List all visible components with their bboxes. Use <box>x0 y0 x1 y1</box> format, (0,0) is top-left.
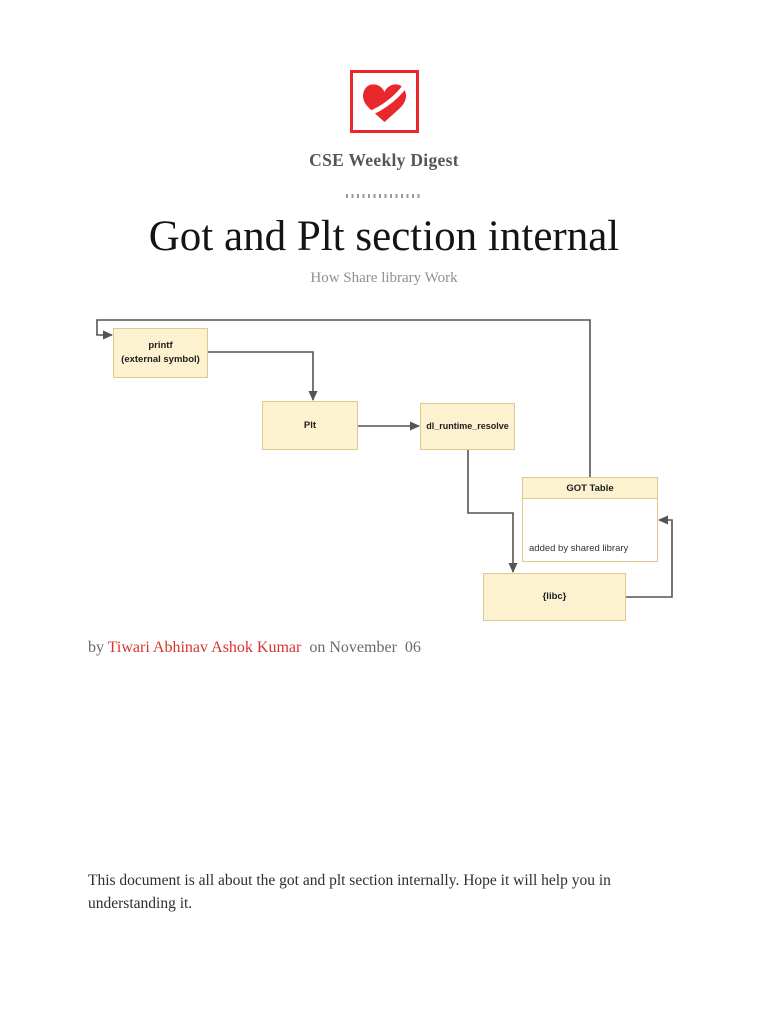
diagram-node-plt: Plt <box>262 401 358 450</box>
connector-printf-to-plt <box>208 351 318 401</box>
diagram-node-printf: printf (external symbol) <box>113 328 208 378</box>
got-table-body: added by shared library <box>522 499 658 562</box>
diagram-node-got-table: GOT Table added by shared library <box>522 477 658 562</box>
author-link[interactable]: Tiwari Abhinav Ashok Kumar <box>107 639 302 656</box>
page-subtitle: How Share library Work <box>310 270 458 286</box>
node-label: {libc} <box>542 591 567 603</box>
heart-logo-icon <box>350 70 419 133</box>
got-plt-diagram: printf (external symbol) Plt dl_runtime_… <box>0 310 768 640</box>
heart-logo[interactable] <box>350 70 419 133</box>
node-label: Plt <box>303 419 317 431</box>
diagram-node-libc: {libc} <box>483 573 626 621</box>
got-table-header: GOT Table <box>522 477 658 499</box>
byline-prefix: by <box>88 639 108 656</box>
byline: by Tiwari Abhinav Ashok Kumar on Novembe… <box>88 639 421 657</box>
connector-dl-to-libc <box>467 450 518 573</box>
dotted-separator <box>346 194 423 198</box>
node-label: printf (external symbol) <box>121 340 200 365</box>
diagram-node-dl-runtime-resolve: dl_runtime_resolve <box>420 403 515 450</box>
page-title: Got and Plt section internal <box>148 213 620 260</box>
publication-name[interactable]: CSE Weekly Digest <box>309 150 459 170</box>
byline-date: on November 06 <box>301 639 421 656</box>
article-paragraph: This document is all about the got and p… <box>88 872 611 912</box>
got-table-note: added by shared library <box>529 543 629 554</box>
node-label: dl_runtime_resolve <box>426 420 509 431</box>
